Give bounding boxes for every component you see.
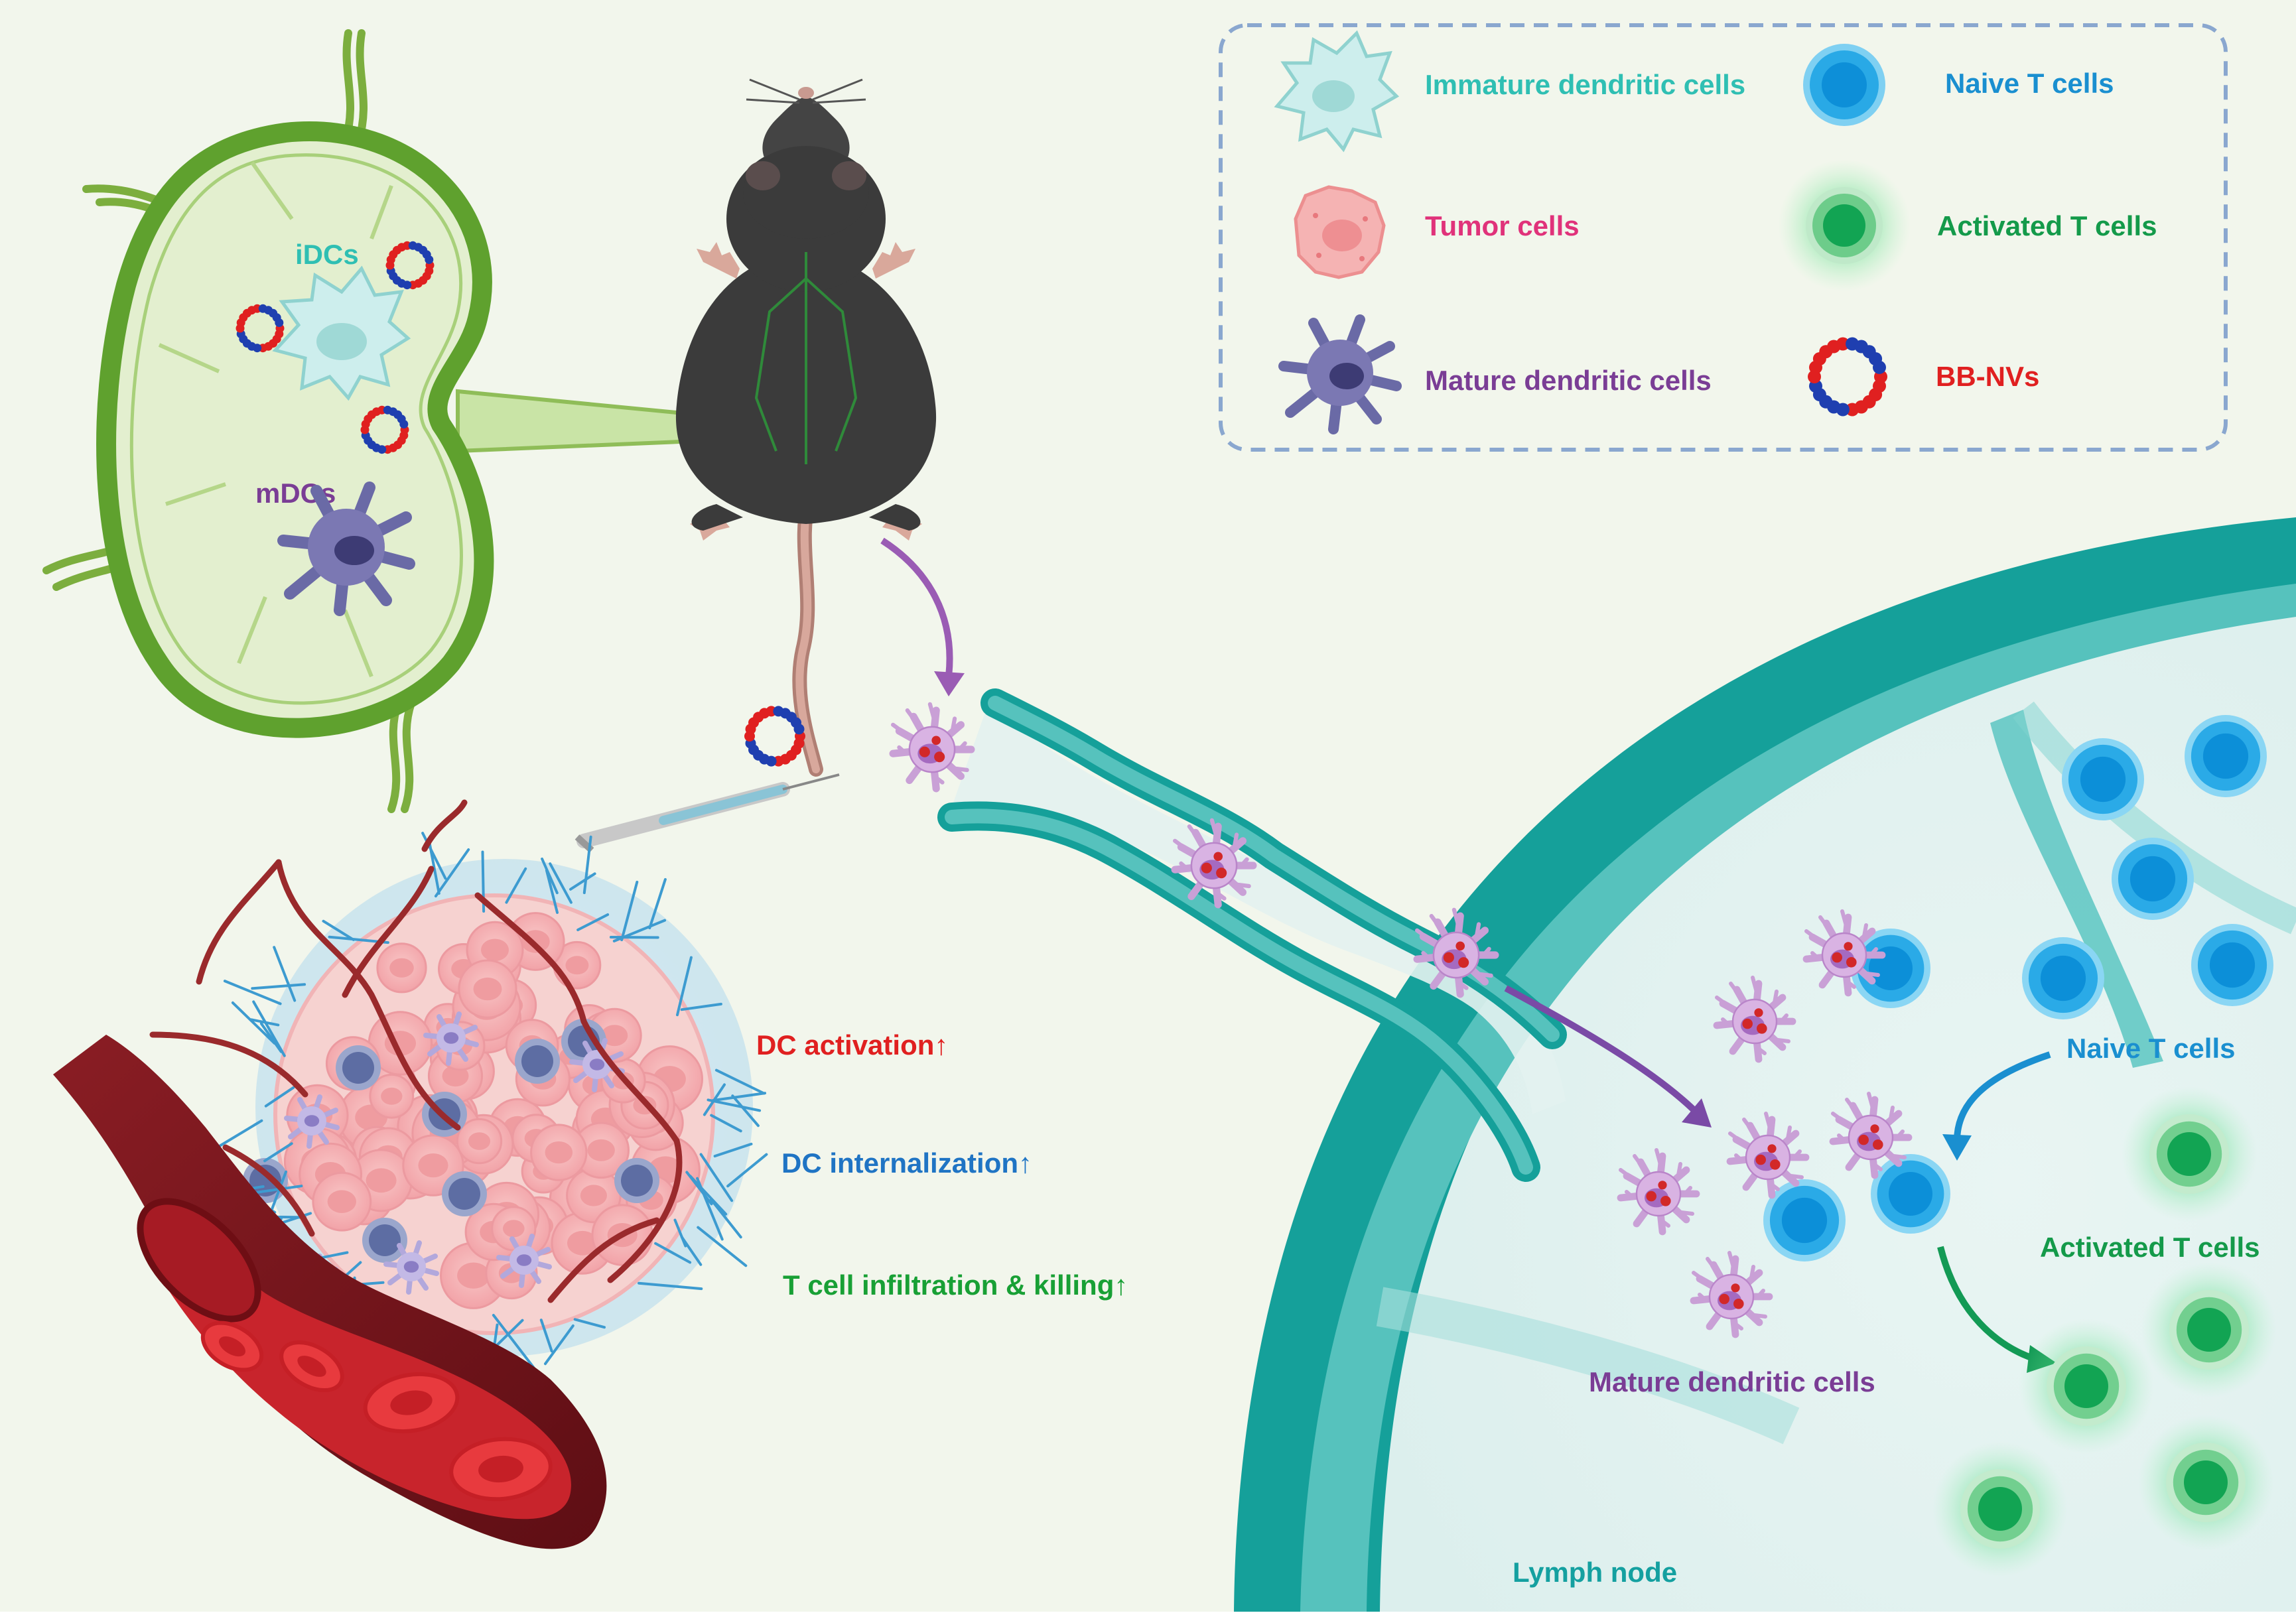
tumor-cell-icon: [1294, 185, 1386, 279]
tumor-cell: [491, 1206, 537, 1252]
mature-dc-loaded: [1726, 1111, 1810, 1199]
blood-vessel: [53, 1035, 607, 1549]
t-cells-group: [1763, 715, 2277, 1577]
mouse-illustration: [675, 78, 937, 777]
tumor-t-cell: [336, 1045, 381, 1090]
lymph-node-inset: iDCs mDCs: [42, 29, 699, 813]
tumor-cell: [456, 1118, 503, 1165]
mature-dc-loaded: [1802, 909, 1886, 997]
arrow-to-activated: [1937, 1246, 2038, 1363]
tumor-t-cell: [614, 1158, 659, 1203]
legend-naive-t: Naive T cells: [1945, 68, 2114, 99]
legend-box: [1219, 23, 2228, 452]
bb-nv-injection: [744, 706, 805, 767]
legend-mature-dc: Mature dendritic cells: [1425, 365, 1712, 396]
naive-t-cell: [1871, 1154, 1950, 1234]
naive-t-cell: [1763, 1179, 1846, 1261]
tumor-cell: [530, 1124, 588, 1181]
activated-t-cell-icon: [1778, 159, 1911, 292]
inset-nv-1: [385, 241, 435, 290]
tumor-cells-group: [243, 912, 703, 1309]
inset-nv-3: [360, 405, 409, 454]
node-activated-t-label: Activated T cells: [2040, 1232, 2260, 1263]
tumor-cell: [458, 959, 517, 1019]
dc-activation-label: DC activation↑: [756, 1029, 948, 1061]
node-naive-t-label: Naive T cells: [2066, 1033, 2235, 1064]
arrow-mouse-to-dc: [880, 537, 953, 677]
legend-tumor-cells: Tumor cells: [1425, 210, 1580, 241]
naive-t-cell-icon: [1803, 44, 1885, 126]
legend-bb-nvs: BB-NVs: [1936, 361, 2039, 392]
tumor-dc: [569, 1037, 626, 1093]
bb-nvs-icon: [1808, 337, 1887, 417]
immature-dendritic-cell-icon: [1274, 30, 1400, 153]
tumor-dc: [283, 1094, 340, 1149]
naive-t-cell: [1851, 929, 1930, 1008]
tumor-fibers: [207, 832, 768, 1383]
tumor-t-cell: [362, 1218, 407, 1263]
legend-activated-t: Activated T cells: [1937, 210, 2157, 241]
tumor-dc: [423, 1011, 480, 1066]
arrow-dc-into-node: [1504, 985, 1701, 1117]
idcs-label: iDCs: [295, 239, 359, 270]
arrow-naive-activation: [1954, 1051, 2051, 1141]
tumor-cell: [376, 942, 427, 994]
inset-mature-dc: [277, 482, 415, 616]
activated-t-cell: [2141, 1262, 2277, 1397]
dc-internalization-label: DC internalization↑: [781, 1147, 1032, 1179]
inset-nv-2: [236, 304, 285, 353]
mature-dc-loaded: [1617, 1147, 1700, 1236]
node-mature-dc-label: Mature dendritic cells: [1589, 1366, 1875, 1397]
mature-dc-group: [889, 702, 1913, 1338]
tumor-cell: [369, 1073, 415, 1119]
tumor-t-cell: [515, 1039, 560, 1084]
mature-dc-loaded: [889, 702, 975, 793]
lymph-node-label: Lymph node: [1513, 1557, 1677, 1588]
tumor-dc: [383, 1240, 440, 1295]
naive-t-cell: [2191, 924, 2273, 1006]
mature-dc-loaded: [1690, 1250, 1773, 1338]
mature-dendritic-cell-icon: [1278, 314, 1402, 434]
tumor-t-cell: [442, 1171, 487, 1216]
tumor-dc: [496, 1233, 553, 1289]
activated-t-cell: [2138, 1415, 2273, 1550]
legend-immature-dc: Immature dendritic cells: [1425, 69, 1745, 100]
tumor-cell: [312, 1171, 372, 1232]
mature-dc-loaded: [1171, 818, 1257, 909]
activated-t-cell: [2019, 1319, 2154, 1454]
mature-dc-loaded: [1413, 907, 1499, 998]
t-cell-infiltration-label: T cell infiltration & killing↑: [783, 1269, 1128, 1301]
tumor-vessels: [149, 799, 683, 1303]
activated-t-cell: [2122, 1086, 2257, 1222]
mature-dc-loaded: [1829, 1091, 1913, 1179]
naive-t-cell: [2112, 838, 2194, 920]
activated-t-cell: [1932, 1441, 2068, 1577]
inset-immature-dc: [272, 265, 411, 401]
naive-t-cell: [2185, 715, 2267, 797]
naive-t-cell: [2022, 937, 2104, 1019]
mature-dc-loaded: [1713, 975, 1796, 1063]
naive-t-cell: [2062, 738, 2144, 820]
